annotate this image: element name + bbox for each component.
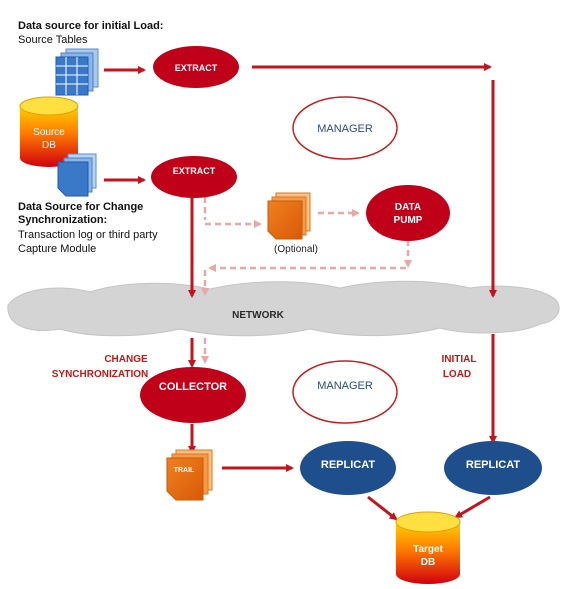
manager-top-label: MANAGER <box>317 123 373 135</box>
arrow-replicat-left-to-target <box>367 495 398 521</box>
source-db-label-1: Source <box>33 127 65 138</box>
change-source-sub-line1: Transaction log or third party <box>18 229 158 241</box>
target-db-label-2: DB <box>421 557 435 568</box>
change-source-sub-line2: Capture Module <box>18 243 97 255</box>
data-pump-label-2: PUMP <box>394 215 423 226</box>
network-cloud <box>7 280 560 337</box>
dashed-arrows <box>201 197 412 364</box>
change-sync-label-2: SYNCHRONIZATION <box>52 369 148 380</box>
replicat-left-label: REPLICAT <box>321 459 375 471</box>
trail-icon <box>166 449 213 501</box>
change-source-title-line1: Data Source for Change <box>18 201 144 213</box>
manager-node-bottom[interactable] <box>292 360 398 424</box>
target-db-cylinder <box>395 511 461 584</box>
trail-label: TRAIL <box>174 467 195 474</box>
target-db-label-1: Target <box>413 544 443 555</box>
manager-bottom-label: MANAGER <box>317 380 373 392</box>
extract-node-top[interactable] <box>153 46 239 88</box>
replicat-node-left[interactable] <box>300 441 396 495</box>
manager-node-top[interactable] <box>292 96 398 160</box>
collector-label: COLLECTOR <box>159 381 227 393</box>
source-tables-icon <box>55 48 99 96</box>
extract-bottom-label: EXTRACT <box>173 166 216 176</box>
initial-load-source-subtitle: Source Tables <box>18 34 88 46</box>
change-source-title-line2: Synchronization: <box>18 214 108 226</box>
initial-load-label-1: INITIAL <box>442 354 477 365</box>
optional-label: (Optional) <box>274 244 318 255</box>
transaction-log-icon <box>57 153 97 197</box>
arrow-replicat-right-to-target <box>454 495 491 519</box>
collector-node[interactable] <box>140 367 246 423</box>
initial-load-label-2: LOAD <box>443 369 471 380</box>
replicat-node-right[interactable] <box>444 441 542 495</box>
change-sync-label-1: CHANGE <box>104 354 148 365</box>
optional-trail-icon <box>267 192 311 240</box>
source-db-cylinder <box>19 96 79 167</box>
extract-top-label: EXTRACT <box>175 63 218 73</box>
data-pump-label-1: DATA <box>395 202 421 213</box>
network-label: NETWORK <box>232 310 284 321</box>
extract-node-bottom[interactable] <box>151 156 237 198</box>
replicat-right-label: REPLICAT <box>466 459 520 471</box>
solid-arrows <box>104 63 497 521</box>
source-db-label-2: DB <box>42 140 56 151</box>
data-pump-node[interactable] <box>366 185 450 241</box>
initial-load-source-title: Data source for initial Load: <box>18 20 164 32</box>
